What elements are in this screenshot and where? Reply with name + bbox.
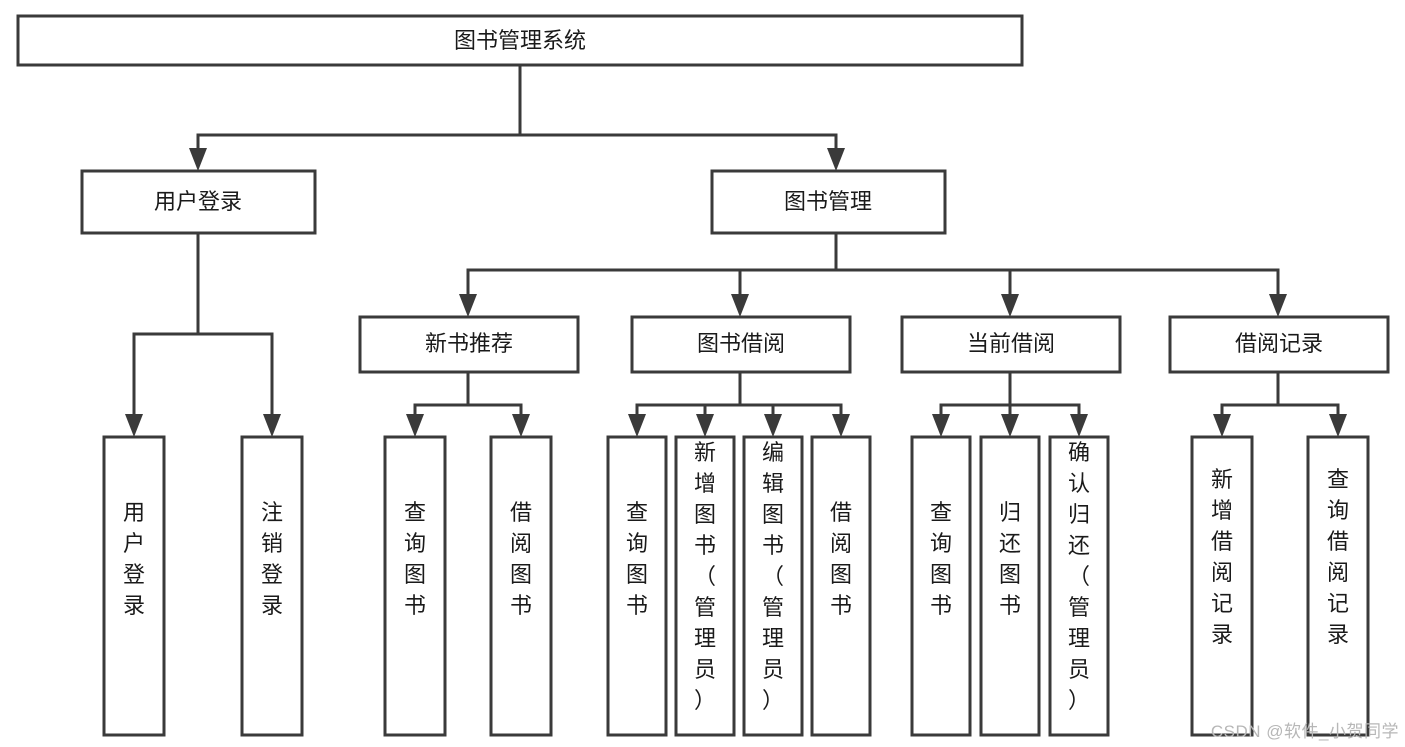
- node-leaf-confirm-return[interactable]: 确认归还（管理员）: [1048, 435, 1110, 737]
- arrowhead-leaf-query-book-3: [932, 414, 950, 437]
- arrowhead-leaf-return-book: [1001, 414, 1019, 437]
- node-leaf-user-login-label: 用户登录: [123, 500, 145, 618]
- node-leaf-query-book-1-label: 查询图书: [404, 500, 426, 618]
- node-borrow-record-box[interactable]: [1168, 315, 1390, 374]
- arrowhead-leaf-add-record: [1213, 414, 1231, 437]
- node-leaf-add-book-box[interactable]: [674, 435, 736, 737]
- node-leaf-return-book[interactable]: 归还图书: [979, 435, 1041, 737]
- node-leaf-logout-login-box[interactable]: [240, 435, 304, 737]
- node-book-manage[interactable]: 图书管理: [710, 169, 947, 235]
- arrowhead-leaf-user-login: [125, 414, 143, 437]
- arrowhead-user-login: [189, 148, 207, 171]
- arrowhead-borrow-record: [1269, 294, 1287, 317]
- node-leaf-add-book-label: 新增图书（管理员）: [694, 440, 716, 713]
- arrowhead-book-manage: [827, 148, 845, 171]
- arrowhead-current-borrow: [1001, 294, 1019, 317]
- arrowhead-leaf-add-book: [696, 414, 714, 437]
- node-new-book-recommend-box[interactable]: [358, 315, 580, 374]
- node-borrow-record-label: 借阅记录: [1235, 331, 1323, 356]
- arrowhead-leaf-query-book-1: [406, 414, 424, 437]
- node-leaf-query-book-2-label: 查询图书: [626, 500, 648, 618]
- node-root[interactable]: 图书管理系统: [16, 14, 1024, 67]
- arrowhead-leaf-borrow-book-1: [512, 414, 530, 437]
- arrowhead-leaf-confirm-return: [1070, 414, 1088, 437]
- node-leaf-query-book-3-box[interactable]: [910, 435, 972, 737]
- node-leaf-add-record-box[interactable]: [1190, 435, 1254, 737]
- node-leaf-borrow-book-1-label: 借阅图书: [510, 500, 532, 618]
- node-leaf-logout-login-label: 注销登录: [261, 500, 283, 618]
- node-leaf-edit-book[interactable]: 编辑图书（管理员）: [742, 435, 804, 737]
- node-book-manage-box[interactable]: [710, 169, 947, 235]
- node-leaf-logout-login[interactable]: 注销登录: [240, 435, 304, 737]
- node-leaf-borrow-book-2-label: 借阅图书: [830, 500, 852, 618]
- connector-group: [125, 63, 1347, 437]
- arrowhead-leaf-query-record: [1329, 414, 1347, 437]
- csdn-watermark: CSDN @软件_小贺同学: [1210, 722, 1399, 741]
- node-leaf-borrow-book-1-box[interactable]: [489, 435, 553, 737]
- node-leaf-query-book-3[interactable]: 查询图书: [910, 435, 972, 737]
- node-current-borrow-box[interactable]: [900, 315, 1122, 374]
- node-new-book-recommend-label: 新书推荐: [425, 331, 513, 356]
- node-current-borrow-label: 当前借阅: [967, 331, 1055, 356]
- arrowhead-leaf-borrow-book-2: [832, 414, 850, 437]
- node-leaf-query-record[interactable]: 查询借阅记录: [1306, 435, 1370, 737]
- node-root-label: 图书管理系统: [454, 28, 586, 53]
- arrowhead-leaf-query-book-2: [628, 414, 646, 437]
- arrowhead-book-borrow: [731, 294, 749, 317]
- node-leaf-query-record-label: 查询借阅记录: [1327, 467, 1349, 647]
- node-leaf-return-book-label: 归还图书: [999, 500, 1021, 618]
- node-leaf-query-book-3-label: 查询图书: [930, 500, 952, 618]
- node-leaf-add-record-label: 新增借阅记录: [1211, 467, 1233, 647]
- node-book-manage-label: 图书管理: [784, 189, 872, 214]
- node-leaf-query-book-1-box[interactable]: [383, 435, 447, 737]
- node-book-borrow[interactable]: 图书借阅: [630, 315, 852, 374]
- node-new-book-recommend[interactable]: 新书推荐: [358, 315, 580, 374]
- node-leaf-user-login-box[interactable]: [102, 435, 166, 737]
- node-borrow-record[interactable]: 借阅记录: [1168, 315, 1390, 374]
- node-book-borrow-box[interactable]: [630, 315, 852, 374]
- node-leaf-borrow-book-2[interactable]: 借阅图书: [810, 435, 872, 737]
- node-book-borrow-label: 图书借阅: [697, 331, 785, 356]
- node-leaf-return-book-box[interactable]: [979, 435, 1041, 737]
- arrowhead-leaf-logout-login: [263, 414, 281, 437]
- node-leaf-user-login[interactable]: 用户登录: [102, 435, 166, 737]
- arrowhead-new-book-recommend: [459, 294, 477, 317]
- node-leaf-borrow-book-1[interactable]: 借阅图书: [489, 435, 553, 737]
- node-leaf-query-book-2-box[interactable]: [606, 435, 668, 737]
- node-user-login[interactable]: 用户登录: [80, 169, 317, 235]
- node-leaf-query-book-1[interactable]: 查询图书: [383, 435, 447, 737]
- node-leaf-edit-book-box[interactable]: [742, 435, 804, 737]
- node-user-login-box[interactable]: [80, 169, 317, 235]
- node-root-box[interactable]: [16, 14, 1024, 67]
- node-leaf-confirm-return-box[interactable]: [1048, 435, 1110, 737]
- node-leaf-add-record[interactable]: 新增借阅记录: [1190, 435, 1254, 737]
- node-leaf-borrow-book-2-box[interactable]: [810, 435, 872, 737]
- node-leaf-confirm-return-label: 确认归还（管理员）: [1068, 440, 1090, 713]
- arrowhead-leaf-edit-book: [764, 414, 782, 437]
- node-leaf-query-record-box[interactable]: [1306, 435, 1370, 737]
- node-user-login-label: 用户登录: [154, 189, 242, 214]
- node-leaf-query-book-2[interactable]: 查询图书: [606, 435, 668, 737]
- node-leaf-edit-book-label: 编辑图书（管理员）: [762, 440, 784, 713]
- node-current-borrow[interactable]: 当前借阅: [900, 315, 1122, 374]
- node-leaf-add-book[interactable]: 新增图书（管理员）: [674, 435, 736, 737]
